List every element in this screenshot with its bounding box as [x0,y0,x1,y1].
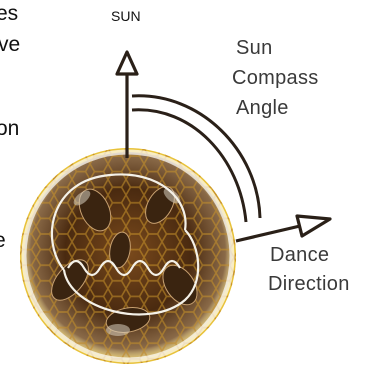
up-arrow-icon [117,52,137,158]
right-arrow-icon [236,216,330,241]
